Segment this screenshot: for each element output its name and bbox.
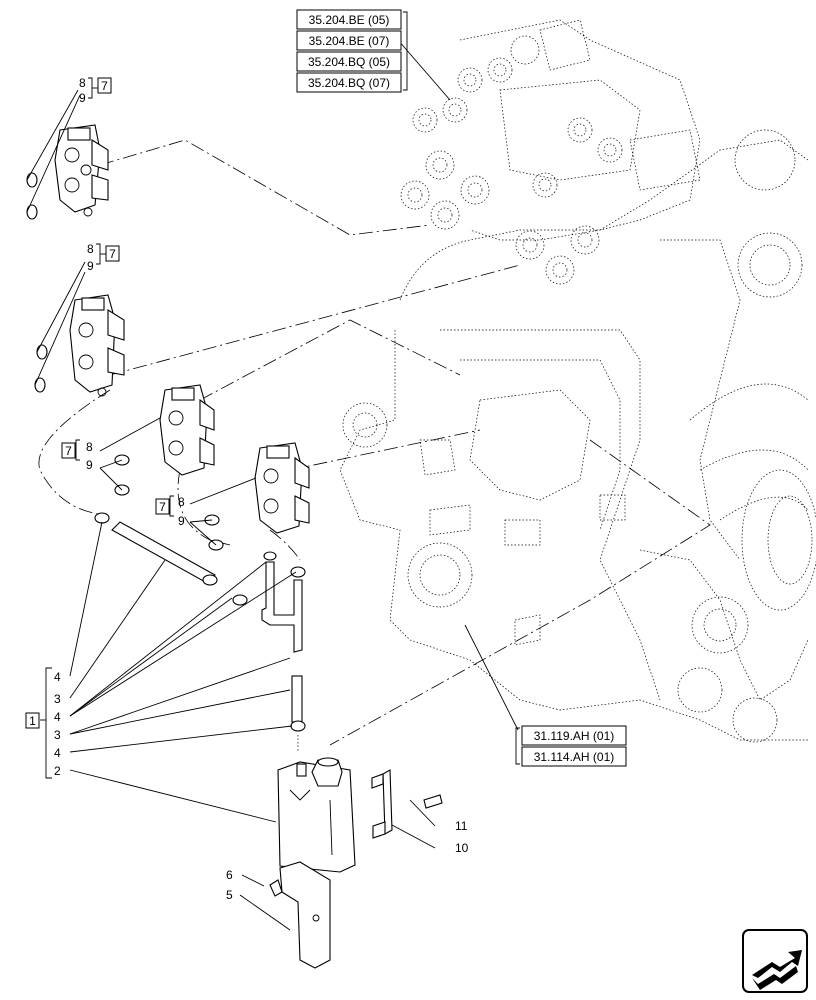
housing-ref-1[interactable]: 31.119.AH (01) [534, 729, 615, 743]
hoses-and-clamps [94, 512, 306, 752]
callout-9: 9 [178, 514, 185, 528]
callout-8: 8 [79, 76, 86, 90]
callout-8: 8 [87, 242, 94, 256]
callout-5: 5 [226, 888, 233, 902]
callout-3: 3 [54, 728, 61, 742]
callout-box-7[interactable]: 7 [101, 79, 108, 93]
callout-box-1[interactable]: 1 [29, 714, 36, 728]
dash-dot-leaders [38, 139, 711, 746]
housing-ref-2[interactable]: 31.114.AH (01) [534, 750, 615, 764]
callout-4: 4 [54, 746, 61, 760]
valve-section-2 [69, 294, 125, 397]
next-page-arrow-icon[interactable] [742, 929, 808, 993]
o-rings [26, 172, 224, 551]
valve-section-4 [254, 442, 310, 534]
callout-8: 8 [86, 440, 93, 454]
callout-9: 9 [79, 91, 86, 105]
valve-section-1 [54, 124, 109, 217]
callout-box-7[interactable]: 7 [65, 444, 72, 458]
callout-6: 6 [226, 868, 233, 882]
item-bracket [40, 667, 52, 779]
control-valve-block [400, 19, 701, 285]
callout-leaders [26, 39, 519, 931]
callout-3: 3 [54, 692, 61, 706]
valve-ref-2[interactable]: 35.204.BE (07) [309, 34, 390, 48]
housing-reference-box: 31.119.AH (01) 31.114.AH (01) [515, 725, 627, 767]
group-2-labels: 8 9 7 [87, 242, 120, 273]
valve-section-3 [159, 384, 215, 476]
valve-ref-3[interactable]: 35.204.BQ (05) [308, 55, 390, 69]
valve-reference-box: 35.204.BE (05) 35.204.BE (07) 35.204.BQ … [296, 9, 408, 93]
group-4-labels: 7 8 9 [155, 495, 185, 528]
callout-9: 9 [86, 458, 93, 472]
tank-cover-guard [269, 861, 331, 969]
callout-8: 8 [178, 495, 185, 509]
callout-4: 4 [54, 710, 61, 724]
callout-11: 11 [455, 819, 468, 833]
valve-ref-4[interactable]: 35.204.BQ (07) [308, 76, 390, 90]
item-list-labels: 1 4 3 4 3 4 2 [25, 670, 61, 778]
callout-4: 4 [54, 670, 61, 684]
tank-bracket [371, 769, 443, 839]
callout-9: 9 [87, 259, 94, 273]
callout-box-7[interactable]: 7 [109, 247, 116, 261]
housing-assembly-drawing [339, 129, 816, 743]
group-3-labels: 7 8 9 [61, 440, 93, 472]
callout-box-7[interactable]: 7 [159, 500, 166, 514]
group-1-labels: 8 9 7 [79, 76, 112, 105]
callout-2: 2 [54, 764, 61, 778]
part-callouts: 11 10 6 5 [226, 819, 469, 902]
valve-ref-1[interactable]: 35.204.BE (05) [309, 13, 390, 27]
callout-10: 10 [455, 841, 469, 855]
reservoir-tank [277, 757, 356, 873]
